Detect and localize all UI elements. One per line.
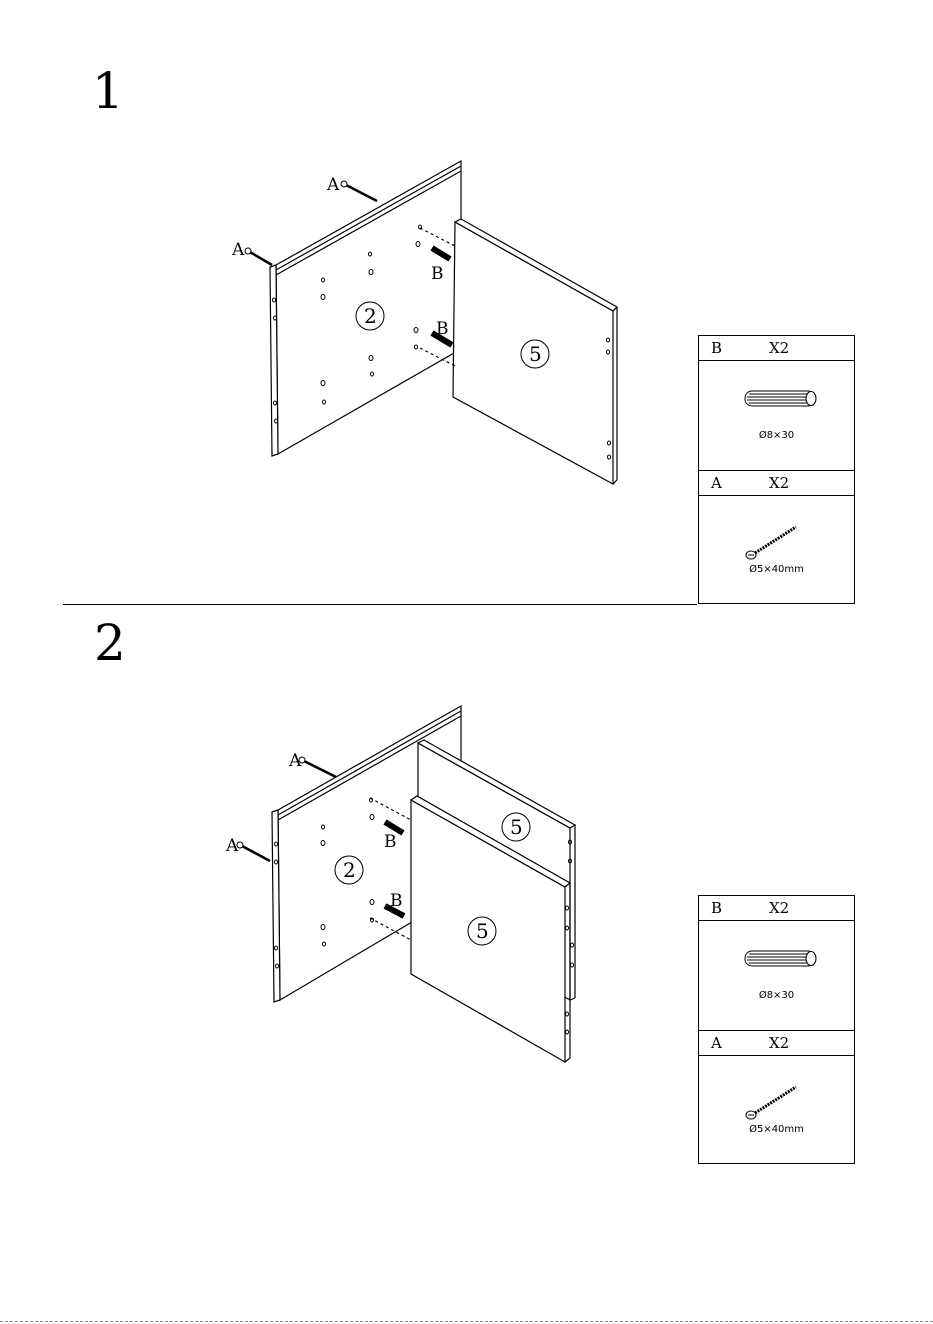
side-panel-edge: [272, 810, 280, 1002]
part-row-header: B X2: [699, 336, 854, 361]
part-row-header: A X2: [699, 1031, 854, 1056]
part-code: B: [711, 899, 722, 917]
page-edge: [0, 1321, 933, 1322]
part-spec: Ø5×40mm: [699, 1124, 854, 1135]
part-qty: X2: [769, 899, 789, 917]
part-row-body: Ø5×40mm: [699, 1056, 854, 1164]
panel-label-5: 5: [529, 342, 542, 366]
parts-list-step-2: B X2 Ø8×30 A X2 Ø5×40mm: [698, 895, 855, 1164]
panel-label-5: 5: [476, 919, 489, 943]
part-code: A: [711, 1034, 722, 1052]
dowel-label: B: [431, 264, 444, 284]
panel-label-5: 5: [510, 815, 523, 839]
dowel-label: B: [436, 319, 449, 339]
screw-label: A: [231, 240, 245, 260]
dowel-icon: [699, 941, 854, 1021]
dowel-label: B: [384, 832, 397, 852]
dowel-icon: [699, 381, 854, 461]
part-spec: Ø8×30: [699, 430, 854, 441]
part-row-body: Ø8×30: [699, 361, 854, 471]
side-panel-edge: [270, 265, 278, 456]
part-code: B: [711, 339, 722, 357]
part-qty: X2: [769, 339, 789, 357]
screw-label: A: [225, 836, 239, 856]
parts-list-step-1: B X2 Ø8×30 A X2 Ø5×40mm: [698, 335, 855, 604]
part-spec: Ø5×40mm: [699, 564, 854, 575]
screw-icon: [699, 511, 854, 591]
screw-icon: [699, 1071, 854, 1151]
screw-label: A: [288, 751, 302, 771]
panel-label-2: 2: [364, 304, 377, 328]
dowel-label: B: [390, 891, 403, 911]
part-qty: X2: [769, 474, 789, 492]
panel-label-2: 2: [343, 858, 356, 882]
step-2-diagram: 2 5 5 A A B B: [0, 600, 700, 1200]
part-row-header: B X2: [699, 896, 854, 921]
screw-label: A: [326, 175, 340, 195]
part-qty: X2: [769, 1034, 789, 1052]
part-row-body: Ø5×40mm: [699, 496, 854, 604]
part-code: A: [711, 474, 722, 492]
part-spec: Ø8×30: [699, 990, 854, 1001]
part-row-header: A X2: [699, 471, 854, 496]
step-1-diagram: 2 5 A A B B: [0, 0, 700, 600]
part-row-body: Ø8×30: [699, 921, 854, 1031]
